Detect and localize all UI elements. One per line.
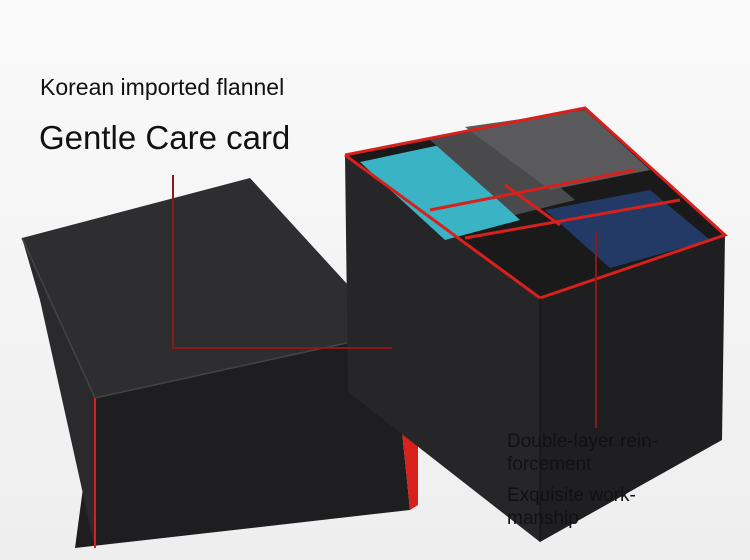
- teal-card: [360, 145, 520, 240]
- gray-card-2: [465, 110, 650, 190]
- reinforcement-label-line2: forcement: [507, 454, 592, 475]
- reinforcement-label-line1: Double-layer rein-: [507, 431, 659, 452]
- gray-card: [430, 128, 575, 215]
- feature-label: Gentle Care card: [39, 119, 291, 156]
- workmanship-label-line2: manship: [507, 508, 579, 529]
- blue-card: [545, 190, 710, 268]
- workmanship-label-line1: Exquisite work-: [507, 485, 636, 506]
- workmanship-label: Exquisite work- manship: [507, 484, 636, 530]
- reinforcement-label: Double-layer rein- forcement: [507, 430, 658, 476]
- leader-line-flannel: [172, 175, 392, 349]
- card-box: [344, 106, 728, 542]
- material-label: Korean imported flannel: [40, 74, 285, 100]
